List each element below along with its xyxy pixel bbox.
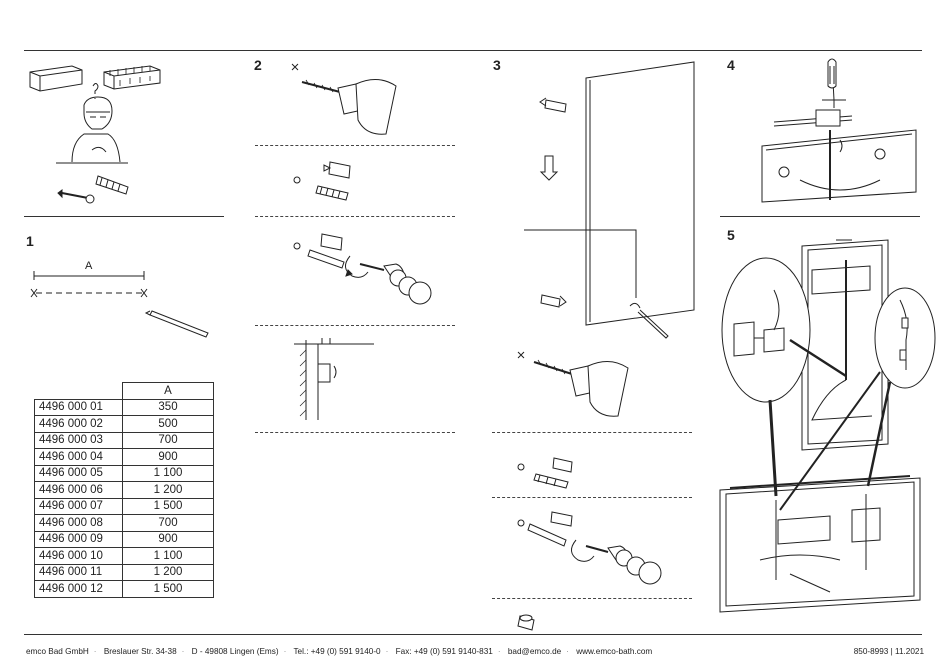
table-header-blank xyxy=(34,382,123,400)
document-number: 850-8993 | 11.2021 xyxy=(853,647,924,656)
part-number: 4496 000 12 xyxy=(34,580,123,598)
step-number-2: 2 xyxy=(254,57,262,73)
step-number-4: 4 xyxy=(727,57,735,73)
part-number: 4496 000 08 xyxy=(34,514,123,532)
measurement-illustration xyxy=(30,271,209,338)
part-number: 4496 000 04 xyxy=(34,448,123,466)
part-number: 4496 000 07 xyxy=(34,497,123,515)
thinking-person-illustration xyxy=(56,96,128,164)
footer-fax: Fax: +49 (0) 591 9140-831 xyxy=(395,647,493,656)
drill-illustration xyxy=(291,63,397,135)
divider xyxy=(492,432,692,433)
table-header-a: A xyxy=(122,382,214,400)
dimension-value: 900 xyxy=(122,530,214,548)
table-header-row: A xyxy=(34,382,214,400)
step-number-1: 1 xyxy=(26,233,34,249)
footer-email[interactable]: bad@emco.de xyxy=(507,647,562,656)
screwdriver-mount-illustration xyxy=(761,58,917,203)
top-rule xyxy=(24,50,922,51)
mirror-panel-illustration xyxy=(524,61,695,339)
divider xyxy=(255,432,455,433)
dimension-value: 500 xyxy=(122,415,214,433)
dimension-value: 700 xyxy=(122,431,214,449)
dimension-value: 1 100 xyxy=(122,547,214,565)
footer-contact: emco Bad GmbH· Breslauer Str. 34-38· D -… xyxy=(26,647,653,656)
dimension-value: 1 100 xyxy=(122,464,214,482)
wall-section-illustration xyxy=(294,338,374,420)
part-number: 4496 000 05 xyxy=(34,464,123,482)
cabinet-wiring-illustration xyxy=(719,239,921,613)
detail-callout-right xyxy=(779,287,936,511)
divider xyxy=(255,216,455,217)
dimension-value: 900 xyxy=(122,448,214,466)
part-number: 4496 000 02 xyxy=(34,415,123,433)
footer-street: Breslauer Str. 34-38 xyxy=(103,647,177,656)
dimension-value: 1 500 xyxy=(122,497,214,515)
footer-tel: Tel.: +49 (0) 591 9140-0 xyxy=(293,647,381,656)
divider xyxy=(492,598,692,599)
footer-city: D - 49808 Lingen (Ems) xyxy=(191,647,279,656)
section-1-rule xyxy=(24,216,224,217)
divider xyxy=(255,325,455,326)
detail-callout-left xyxy=(721,257,847,497)
dowel-insert-illustration-2 xyxy=(517,457,573,489)
dimension-label: A xyxy=(85,260,93,272)
footer-company: emco Bad GmbH xyxy=(26,647,89,656)
cap-illustration xyxy=(517,614,535,631)
dimension-value: 1 500 xyxy=(122,580,214,598)
part-number: 4496 000 06 xyxy=(34,481,123,499)
bottom-rule xyxy=(24,634,922,635)
divider xyxy=(492,497,692,498)
footer-web[interactable]: www.emco-bath.com xyxy=(576,647,653,656)
divider xyxy=(255,145,455,146)
dimension-value: 700 xyxy=(122,514,214,532)
wall-type-illustration xyxy=(29,65,161,99)
screw-tightening-illustration xyxy=(293,233,432,305)
screw-tightening-illustration-2 xyxy=(517,511,662,585)
part-number: 4496 000 03 xyxy=(34,431,123,449)
dimension-value: 1 200 xyxy=(122,481,214,499)
step-number-5: 5 xyxy=(727,227,735,243)
part-number: 4496 000 11 xyxy=(34,563,123,581)
dimension-value: 1 200 xyxy=(122,563,214,581)
dowel-insert-illustration xyxy=(293,161,351,201)
dowel-and-screw-illustration xyxy=(57,175,129,204)
part-number: 4496 000 09 xyxy=(34,530,123,548)
dimension-value: 350 xyxy=(122,398,214,416)
drill-illustration-2 xyxy=(517,351,629,417)
section-5-rule xyxy=(720,216,920,217)
step-number-3: 3 xyxy=(493,57,501,73)
part-number: 4496 000 10 xyxy=(34,547,123,565)
part-number: 4496 000 01 xyxy=(34,398,123,416)
